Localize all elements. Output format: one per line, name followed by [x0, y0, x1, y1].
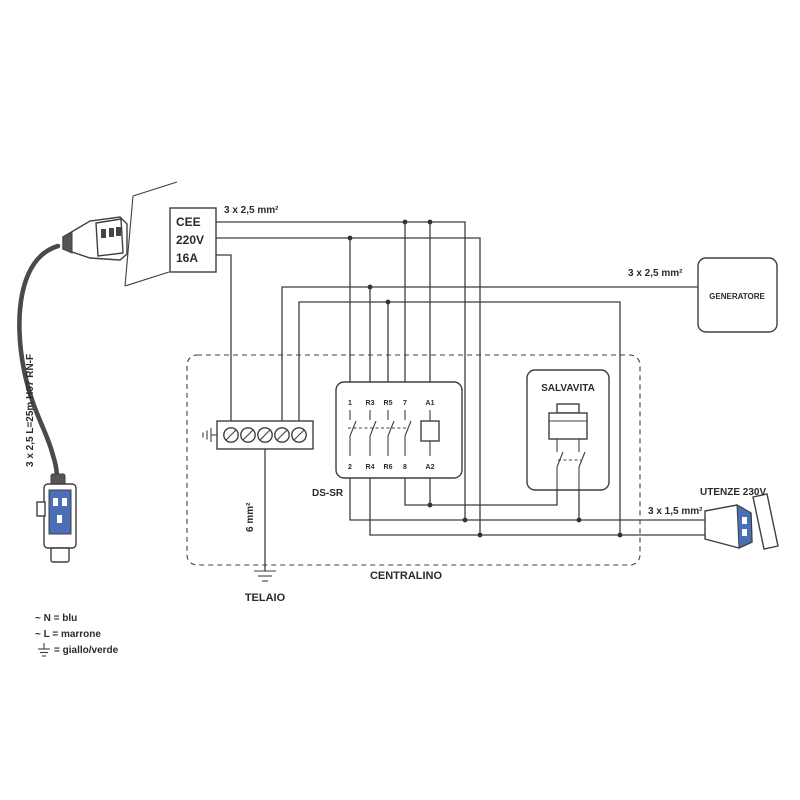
relay-ds-sr: 1 R3 R5 7 A1 2 R4 R6 8 A2 [335, 381, 463, 479]
telaio-earth-symbol-icon [254, 570, 276, 582]
relay-terminal-top-1: 1 [348, 400, 352, 407]
cable-label-generator-feed: 3 x 2,5 mm² [628, 268, 683, 279]
generatore-box: GENERATORE [697, 257, 778, 333]
main-cable-label: 3 x 2,5 L=25m H07 RN-F [25, 354, 36, 467]
legend: ~ N = blu ~ L = marrone = giallo/verde [35, 613, 119, 657]
strip-earth-symbol-icon [202, 428, 217, 442]
junction-dots [347, 219, 623, 538]
cee-label-line2: 220V [176, 233, 204, 247]
utenze-outlet-icon [704, 493, 779, 550]
earth-terminal-strip [202, 420, 314, 450]
centralino-label: CENTRALINO [370, 570, 443, 582]
legend-neutral: ~ N = blu [35, 613, 77, 624]
earth-symbol-icon [38, 643, 50, 657]
main-cable [17, 243, 61, 483]
cable-label-utenze-feed: 3 x 1,5 mm² [648, 506, 703, 517]
salvavita-box: SALVAVITA [526, 369, 610, 491]
relay-terminal-bottom-3: R6 [384, 464, 393, 471]
cee-label-line1: CEE [176, 215, 201, 229]
legend-line: ~ L = marrone [35, 629, 101, 640]
telaio-label: TELAIO [245, 592, 286, 604]
relay-terminal-top-3: R5 [384, 400, 393, 407]
cee-label-box: CEE 220V 16A [169, 207, 217, 273]
cee-label-line3: 16A [176, 251, 198, 265]
cee-socket-plate-icon [124, 181, 178, 287]
wiring [215, 221, 706, 572]
relay-contacts-icon [348, 410, 412, 456]
relay-terminal-bottom-5: A2 [426, 464, 435, 471]
relay-label: DS-SR [312, 488, 344, 499]
relay-terminal-top-5: A1 [426, 400, 435, 407]
legend-earth: = giallo/verde [54, 645, 119, 656]
camper-inlet-plug-icon [36, 473, 77, 563]
salvavita-label: SALVAVITA [541, 383, 595, 394]
generatore-label: GENERATORE [709, 292, 765, 301]
relay-terminal-bottom-1: 2 [348, 464, 352, 471]
cable-label-cee-feed: 3 x 2,5 mm² [224, 205, 279, 216]
centralino-enclosure [186, 354, 641, 566]
breaker-icon [548, 403, 588, 490]
earth-cable-label: 6 mm² [245, 502, 256, 532]
relay-terminal-bottom-2: R4 [366, 464, 375, 471]
cee-plug-icon [62, 216, 128, 261]
relay-terminal-top-2: R3 [366, 400, 375, 407]
relay-terminal-top-4: 7 [403, 400, 407, 407]
utenze-label: UTENZE 230V [700, 487, 766, 498]
relay-terminal-bottom-4: 8 [403, 464, 407, 471]
relay-coil-icon [420, 410, 440, 456]
